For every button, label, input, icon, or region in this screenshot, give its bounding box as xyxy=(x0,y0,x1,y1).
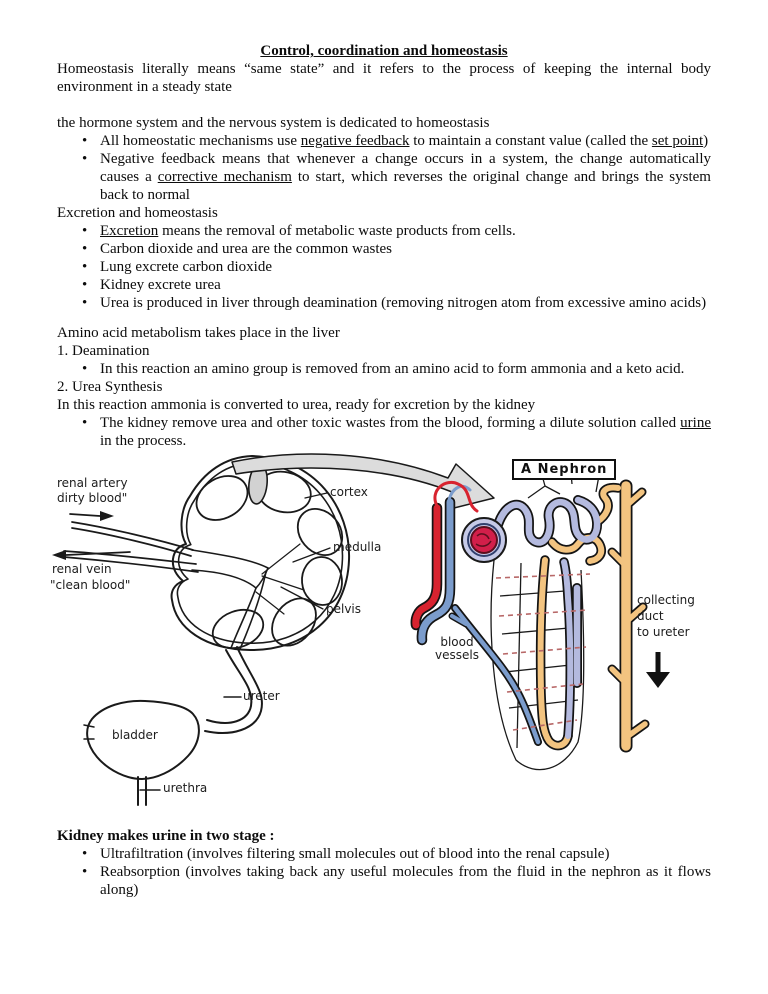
bullet-item-kidney: • Kidney excrete urea xyxy=(57,276,711,294)
ureter-lines xyxy=(204,646,263,734)
label-bladder: bladder xyxy=(112,728,158,742)
bullet-marker: • xyxy=(82,295,88,311)
hormone-lead: the hormone system and the nervous syste… xyxy=(57,115,490,131)
bullet-text: Kidney excrete urea xyxy=(100,277,221,293)
label-leaders xyxy=(280,492,331,610)
bullet-marker: • xyxy=(82,361,88,377)
bullet-item-urea-liver: • Urea is produced in liver through deam… xyxy=(57,294,711,312)
bullet-text: Lung excrete carbon dioxide xyxy=(100,259,273,275)
artery-flow-arrowhead xyxy=(100,511,114,521)
bullet-item-excretion-def: • Excretion means the removal of metabol… xyxy=(57,222,711,240)
bullet-marker: • xyxy=(82,277,88,293)
convoluted-tubules xyxy=(493,496,601,739)
label-to-ureter: to ureter xyxy=(637,625,690,639)
bullet-text: Ultrafiltration (involves filtering smal… xyxy=(100,846,610,862)
bullet-item-negative-feedback-use: • All homeostatic mechanisms use negativ… xyxy=(57,132,711,150)
bullet-text: The kidney remove urea and other toxic w… xyxy=(100,415,711,449)
nephron-title-box: A Nephron xyxy=(512,459,617,480)
bullet-item-reabsorption: • Reabsorption (involves taking back any… xyxy=(57,863,711,899)
bullet-text: Carbon dioxide and urea are the common w… xyxy=(100,241,392,257)
label-collecting: collecting xyxy=(637,593,695,607)
excretion-lead: Excretion and homeostasis xyxy=(57,205,218,221)
kidney-inner-capsule xyxy=(176,461,344,645)
bullet-marker: • xyxy=(82,133,88,149)
kidney-lobes xyxy=(195,470,344,650)
label-urethra: urethra xyxy=(163,781,208,795)
label-ureter: ureter xyxy=(243,689,280,703)
bullet-item-urine: • The kidney remove urea and other toxic… xyxy=(57,414,711,450)
label-renal-artery: renal artery xyxy=(57,476,128,490)
bullet-text: Reabsorption (involves taking back any u… xyxy=(100,864,711,898)
bullet-marker: • xyxy=(82,223,88,239)
label-duct: duct xyxy=(637,609,664,623)
label-clean-blood: "clean blood" xyxy=(50,578,131,592)
kidney-nephron-diagram xyxy=(52,453,670,806)
bullet-item-negative-feedback-def: • Negative feedback means that whenever … xyxy=(57,150,711,204)
vein-vessels xyxy=(418,484,541,745)
label-renal-vein: renal vein xyxy=(52,562,112,576)
urea-synthesis-lead: In this reaction ammonia is converted to… xyxy=(57,397,536,413)
bullet-marker: • xyxy=(82,259,88,275)
bullet-text: Urea is produced in liver through deamin… xyxy=(100,295,707,311)
bullet-marker: • xyxy=(82,241,88,257)
document-body: Control, coordination and homeostasis Ho… xyxy=(57,42,711,450)
amino-heading-2: 2. Urea Synthesis xyxy=(57,379,163,395)
bullet-marker: • xyxy=(82,846,88,862)
bullet-text: In this reaction an amino group is remov… xyxy=(100,361,685,377)
kidney-nephron-figure: renal artery dirty blood" renal vein "cl… xyxy=(0,448,768,820)
down-arrow xyxy=(646,652,670,688)
collecting-duct-and-loop xyxy=(537,481,648,751)
bullet-marker: • xyxy=(82,415,88,431)
intro-paragraph: Homeostasis literally means “same state”… xyxy=(57,61,711,95)
label-pelvis: pelvis xyxy=(326,602,362,616)
dashed-capillaries xyxy=(495,573,591,731)
kidney-pelvis-lines xyxy=(191,543,305,650)
bullet-item-common-wastes: • Carbon dioxide and urea are the common… xyxy=(57,240,711,258)
amino-lead: Amino acid metabolism takes place in the… xyxy=(57,325,340,341)
vein-flow-arrowhead xyxy=(52,550,66,560)
renal-vessel-lines xyxy=(63,513,199,573)
label-cortex: cortex xyxy=(330,485,368,499)
kidney-lineart xyxy=(52,455,351,806)
bullet-item-lung: • Lung excrete carbon dioxide xyxy=(57,258,711,276)
footer-heading: Kidney makes urine in two stage : xyxy=(57,828,275,844)
bullet-text: Excretion means the removal of metabolic… xyxy=(100,223,516,239)
amino-heading-1: 1. Deamination xyxy=(57,343,150,359)
label-blood-vessels: blood vessels xyxy=(435,635,479,662)
bullet-item-ultrafiltration: • Ultrafiltration (involves filtering sm… xyxy=(57,845,711,863)
page-title: Control, coordination and homeostasis xyxy=(260,43,508,59)
bullet-marker: • xyxy=(82,151,88,167)
footer-section: Kidney makes urine in two stage : • Ultr… xyxy=(57,827,711,899)
bladder-outline xyxy=(86,699,200,780)
bullet-text: Negative feedback means that whenever a … xyxy=(100,151,711,203)
urethra-lines xyxy=(137,776,161,806)
artery-vessels xyxy=(412,481,479,629)
label-dirty-blood: dirty blood" xyxy=(57,491,128,505)
kidney-outline xyxy=(170,455,351,652)
bullet-marker: • xyxy=(82,864,88,880)
label-medulla: medulla xyxy=(333,540,382,554)
glomerulus xyxy=(461,517,507,563)
bullet-text: All homeostatic mechanisms use negative … xyxy=(100,133,709,149)
bullet-item-deamination: • In this reaction an amino group is rem… xyxy=(57,360,711,378)
